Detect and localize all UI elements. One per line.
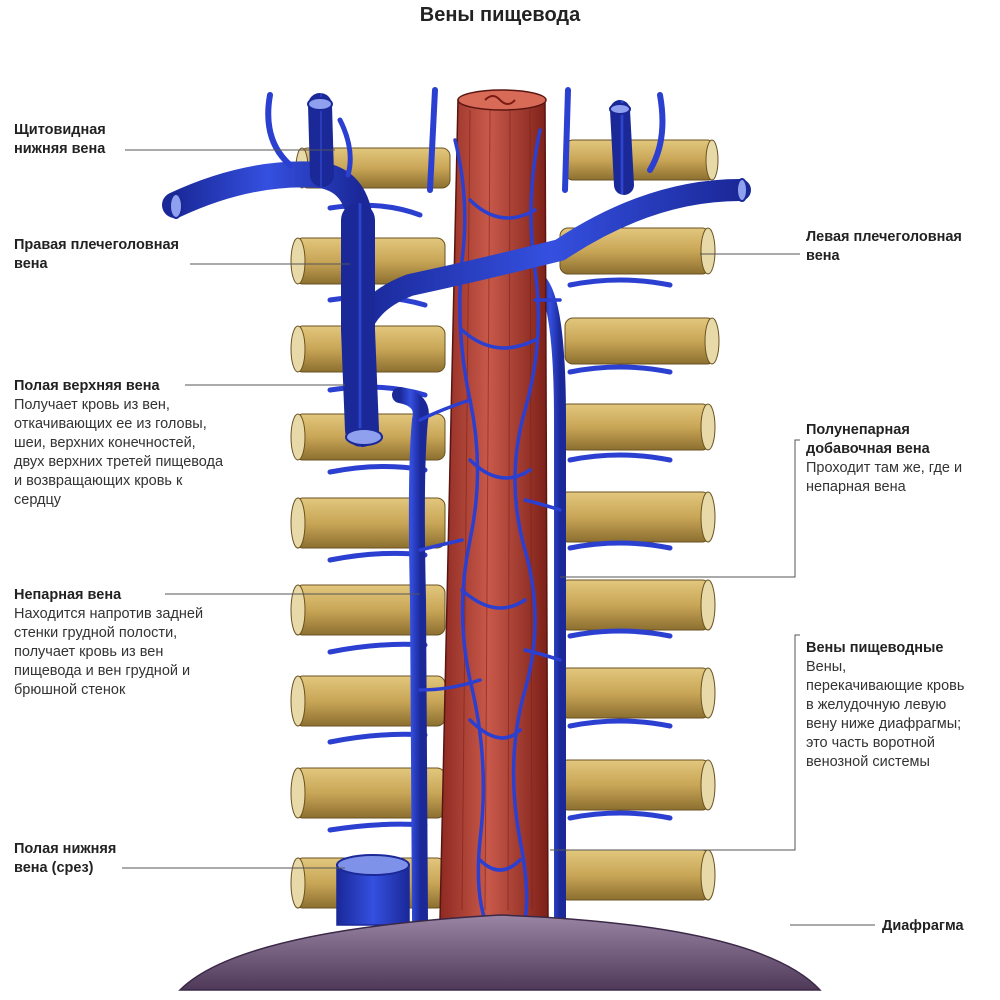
intercostal-veins [327, 202, 673, 833]
rib-ends [290, 139, 720, 909]
label-thyroid-vein: Щитовидная нижняя вена [14, 121, 144, 159]
label-azygos-desc: Находится напротив задней стенки грудной… [14, 606, 204, 698]
label-esophageal-veins-desc: Вены, перекачивающие кровь в желудочную … [806, 659, 965, 770]
label-inferior-vena-cava: Полая нижняя вена (срез) [14, 840, 124, 878]
label-left-brachiocephalic: Левая плечеголовная вена [806, 228, 991, 266]
esophageal-veins [418, 128, 562, 922]
vein-cut-ends [169, 97, 748, 446]
label-azygos-vein: Непарная вена Находится напротив задней … [14, 586, 204, 700]
label-diaphragm: Диафрагма [882, 917, 992, 936]
ribs-right [559, 139, 716, 901]
esophagus [439, 89, 549, 921]
label-hemiazygos-vein: Полунепарная добавочная вена Проходит та… [806, 421, 966, 497]
label-superior-vena-cava: Полая верхняя вена Получает кровь из вен… [14, 377, 224, 510]
label-thyroid-vein-name: Щитовидная нижняя вена [14, 122, 106, 157]
label-hemiazygos-desc: Проходит там же, где и непарная вена [806, 460, 963, 495]
label-esophageal-veins-name: Вены пищеводные [806, 640, 944, 656]
label-azygos-name: Непарная вена [14, 587, 122, 603]
diagram-title: Вены пищевода [419, 4, 581, 26]
label-ivc-name: Полая нижняя вена (срез) [14, 841, 117, 876]
label-right-brachiocephalic: Правая плечеголовная вена [14, 236, 204, 274]
ivc-cut [336, 854, 410, 926]
label-left-brachiocephalic-name: Левая плечеголовная вена [806, 229, 962, 264]
label-right-brachiocephalic-name: Правая плечеголовная вена [14, 237, 180, 272]
label-esophageal-veins: Вены пищеводные Вены, перекачивающие кро… [806, 639, 966, 772]
diaphragm [178, 914, 822, 991]
azygos-vein [392, 387, 429, 928]
label-diaphragm-name: Диафрагма [882, 918, 964, 934]
leader-lines [122, 149, 875, 926]
label-svc-desc: Получает кровь из вен, откачивающих ее и… [14, 397, 224, 508]
great-veins [162, 87, 751, 447]
label-hemiazygos-name: Полунепарная добавочная вена [806, 422, 930, 457]
label-svc-name: Полая верхняя вена [14, 378, 160, 394]
